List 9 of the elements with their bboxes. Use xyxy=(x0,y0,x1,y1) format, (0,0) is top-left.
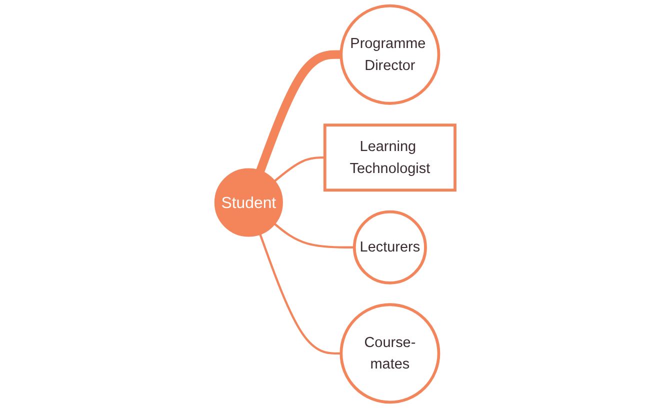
node-circle: Lecturers xyxy=(353,210,428,284)
node-box: Learning Technologist xyxy=(324,124,457,192)
connector xyxy=(273,156,325,182)
connector xyxy=(258,233,342,354)
connector xyxy=(256,50,342,174)
connector xyxy=(273,222,354,248)
node-circle: Course-mates xyxy=(340,303,440,404)
node-circle: Student xyxy=(214,168,284,237)
node-circle: Programme Director xyxy=(340,4,440,105)
